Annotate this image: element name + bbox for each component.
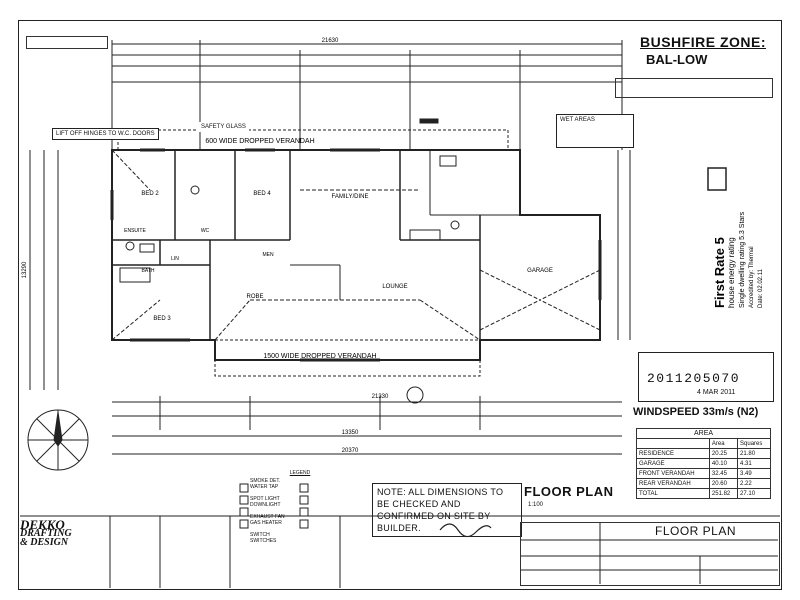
energy-rating-date: Date: 02.02.11 <box>758 268 764 308</box>
energy-rating-dwelling: Single dwelling rating 5.3 Stars <box>739 211 746 308</box>
dim-left-total: 13290 <box>22 261 28 278</box>
legend: LEGEND SMOKE DET.WATER TAP SPOT LIGHTDOW… <box>230 470 370 544</box>
area-table: AREA Area Squares RESIDENCE 20.25 21.80 … <box>636 428 771 499</box>
energy-rating-subtitle: house energy rating <box>727 237 736 308</box>
bushfire-zone-level: BAL-LOW <box>646 52 708 67</box>
table-row: FRONT VERANDAH 32.45 3.49 <box>636 468 771 479</box>
logo-line-2: DRAFTING <box>20 528 72 539</box>
area-cell: 251.82 <box>708 488 739 499</box>
title-block-drawing-name: FLOOR PLAN <box>655 524 737 538</box>
table-row: RESIDENCE 20.25 21.80 <box>636 448 771 459</box>
dim-bottom-mid: 13350 <box>342 430 359 436</box>
logo-line-1: DEKKO <box>20 517 65 532</box>
energy-rating-block: First Rate 5 house energy rating Single … <box>644 168 764 310</box>
north-point-compass <box>27 409 89 471</box>
room-ensuite: ENSUITE <box>124 228 146 234</box>
area-cell: 2.22 <box>737 478 771 489</box>
room-men: MEN <box>262 252 274 258</box>
area-table-title: AREA <box>636 428 771 439</box>
bushfire-zone-note <box>615 78 773 98</box>
legend-item: DOWNLIGHT <box>250 502 281 508</box>
legend-item: SMOKE DET. <box>250 478 281 484</box>
drawing-scale: 1:100 <box>528 502 544 508</box>
area-cell: 32.45 <box>708 468 739 479</box>
area-cell: GARAGE <box>636 458 710 469</box>
dim-top-overall: 21630 <box>322 38 339 44</box>
bushfire-zone-title: BUSHFIRE ZONE: <box>640 34 766 50</box>
room-family: FAMILY/DINE <box>332 194 369 200</box>
stamp-number: 2011205070 <box>647 371 741 386</box>
room-lounge: LOUNGE <box>382 284 407 290</box>
area-cell: 40.10 <box>708 458 739 469</box>
legend-item: EXHAUST FAN <box>250 514 285 520</box>
room-wc: WC <box>201 228 210 234</box>
bottom-verandah-label: 1500 WIDE DROPPED VERANDAH <box>263 353 376 360</box>
area-table-header: Area <box>708 438 739 449</box>
drawing-sheet-border <box>18 20 782 590</box>
legend-item: GAS HEATER <box>250 520 282 526</box>
room-bed4: BED 4 <box>253 191 271 197</box>
room-garage: GARAGE <box>527 268 553 274</box>
dimensions-check-note: NOTE: ALL DIMENSIONS TO BE CHECKED AND C… <box>372 483 522 537</box>
windspeed-label: WINDSPEED 33m/s (N2) <box>633 406 759 418</box>
room-robe: ROBE <box>246 294 263 300</box>
safety-glass-note: SAFETY GLASS <box>198 122 249 132</box>
area-table-header: Squares <box>737 438 771 449</box>
area-cell: REAR VERANDAH <box>636 478 710 489</box>
floor-plan-heading: FLOOR PLAN <box>524 484 614 499</box>
dim-bottom-total: 20370 <box>342 448 359 454</box>
area-cell: TOTAL <box>636 488 710 499</box>
area-cell: 20.60 <box>708 478 739 489</box>
area-cell: 20.25 <box>708 448 739 459</box>
energy-rating-title: First Rate 5 <box>712 237 727 308</box>
house-outline <box>111 149 601 361</box>
table-row: TOTAL 251.82 27.10 <box>636 488 771 499</box>
lift-off-hinges-note: LIFT OFF HINGES TO W.C. DOORS <box>52 128 159 140</box>
area-cell: 3.49 <box>737 468 771 479</box>
table-row: GARAGE 40.10 4.31 <box>636 458 771 469</box>
wet-areas-note: WET AREAS <box>556 114 634 148</box>
top-verandah <box>117 129 509 151</box>
area-table-header <box>636 438 710 449</box>
table-row: REAR VERANDAH 20.60 2.22 <box>636 478 771 489</box>
room-linen: LIN <box>171 256 179 262</box>
bottom-verandah <box>214 339 481 377</box>
area-cell: 27.10 <box>737 488 771 499</box>
dim-bottom-overall: 21330 <box>372 394 389 400</box>
company-logo: DEKKO DRAFTING & DESIGN <box>20 517 72 548</box>
energy-rating-accredited: Accredited by: Thermal <box>749 246 755 308</box>
approval-stamp: 2011205070 4 MAR 2011 <box>638 352 774 402</box>
room-bath: BATH <box>142 268 155 274</box>
logo-line-3: & DESIGN <box>20 537 69 548</box>
area-cell: 21.80 <box>737 448 771 459</box>
area-cell: RESIDENCE <box>636 448 710 459</box>
legend-item: SWITCHES <box>250 538 277 544</box>
legend-item: SPOT LIGHT <box>250 496 280 502</box>
area-cell: FRONT VERANDAH <box>636 468 710 479</box>
legend-item: SWITCH <box>250 532 270 538</box>
room-bed2: BED 2 <box>141 191 159 197</box>
stamp-date: 4 MAR 2011 <box>697 389 736 396</box>
top-verandah-label: 600 WIDE DROPPED VERANDAH <box>205 138 314 145</box>
top-left-note <box>26 36 108 49</box>
area-cell: 4.31 <box>737 458 771 469</box>
title-block <box>520 522 780 586</box>
wet-areas-label: WET AREAS <box>560 117 595 123</box>
legend-item: WATER TAP <box>250 484 279 490</box>
legend-title: LEGEND <box>289 470 311 476</box>
room-bed3: BED 3 <box>153 316 171 322</box>
